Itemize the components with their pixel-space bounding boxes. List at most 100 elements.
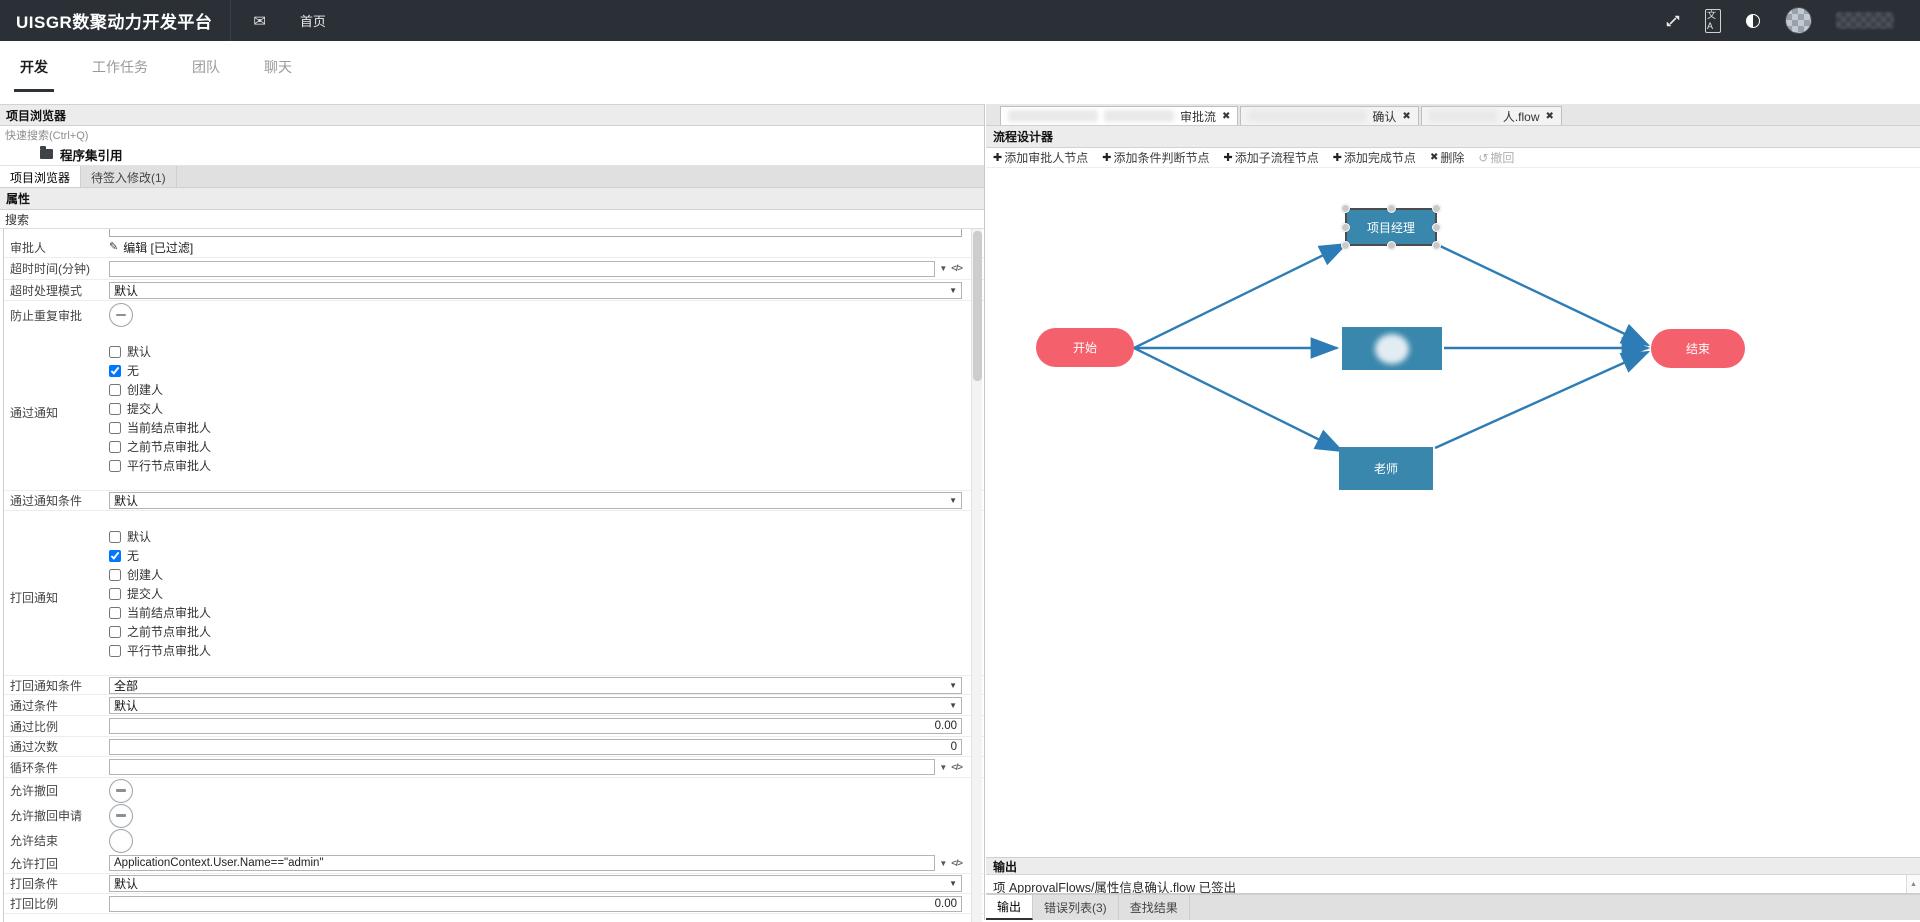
fullscreen-icon[interactable] xyxy=(1665,13,1681,29)
undo-button[interactable]: ↺撤回 xyxy=(1478,150,1515,166)
checkbox[interactable] xyxy=(109,568,121,581)
pass-notify-cond-select[interactable]: 默认 ▼ xyxy=(109,492,962,509)
pass-notify-option[interactable]: 创建人 xyxy=(109,380,211,399)
pass-cond-select[interactable]: 默认 ▼ xyxy=(109,696,962,714)
timeout-code-icon[interactable]: </> xyxy=(951,263,963,274)
add-approver-node-button[interactable]: ✚添加审批人节点 xyxy=(993,151,1089,165)
output-tab-search-results[interactable]: 查找结果 xyxy=(1119,895,1190,920)
avatar[interactable] xyxy=(1785,7,1812,34)
resize-handle[interactable] xyxy=(1432,204,1441,213)
chevron-down-icon: ▼ xyxy=(949,879,957,888)
properties-search[interactable]: 搜索 xyxy=(0,210,984,229)
delete-node-button[interactable]: ✖删除 xyxy=(1429,151,1465,165)
checkbox[interactable] xyxy=(109,440,121,453)
checkbox[interactable] xyxy=(109,364,121,377)
return-notify-option[interactable]: 之前节点审批人 xyxy=(109,622,211,641)
tab-pending-checkins[interactable]: 待签入修改(1) xyxy=(81,166,177,187)
resize-handle[interactable] xyxy=(1432,241,1441,250)
output-tab-errors[interactable]: 错误列表(3) xyxy=(1033,895,1119,920)
allow-return-input[interactable] xyxy=(109,855,936,871)
return-notify-cond-select[interactable]: 全部 ▼ xyxy=(109,676,962,694)
flow-node-redacted[interactable] xyxy=(1342,327,1442,370)
tab-close-icon[interactable]: ✖ xyxy=(1222,110,1231,122)
flow-node-start[interactable]: 开始 xyxy=(1036,328,1134,367)
allow-return-dropdown-icon[interactable]: ▼ xyxy=(939,858,948,868)
checkbox[interactable] xyxy=(109,383,121,396)
timeout-input[interactable] xyxy=(109,260,936,277)
tree-item-assembly-references[interactable]: 程序集引用 xyxy=(0,143,984,166)
output-tab-output[interactable]: 输出 xyxy=(986,895,1034,920)
nav-tab-develop[interactable]: 开发 xyxy=(14,55,54,92)
checkbox[interactable] xyxy=(109,587,121,600)
pass-count-input[interactable] xyxy=(109,738,962,755)
quick-search-input[interactable] xyxy=(0,128,984,144)
mail-icon[interactable]: ✉ xyxy=(253,12,266,30)
scrollbar-thumb[interactable] xyxy=(973,231,982,381)
loop-cond-input[interactable] xyxy=(109,759,936,775)
allow-withdraw-toggle[interactable] xyxy=(109,778,133,803)
pass-notify-option[interactable]: 提交人 xyxy=(109,399,211,418)
checkbox[interactable] xyxy=(109,459,121,472)
add-condition-node-button[interactable]: ✚添加条件判断节点 xyxy=(1102,151,1210,165)
nav-tab-team[interactable]: 团队 xyxy=(192,59,220,75)
checkbox[interactable] xyxy=(109,402,121,415)
loop-cond-dropdown-icon[interactable]: ▼ xyxy=(939,762,948,772)
prevent-repeat-toggle[interactable] xyxy=(109,303,133,327)
timeout-mode-select[interactable]: 默认 ▼ xyxy=(109,281,962,299)
home-link[interactable]: 首页 xyxy=(299,14,326,29)
translate-icon[interactable]: 文A xyxy=(1705,8,1721,33)
checkbox[interactable] xyxy=(109,606,121,619)
resize-handle[interactable] xyxy=(1341,241,1350,250)
add-subflow-node-button[interactable]: ✚添加子流程节点 xyxy=(1223,151,1319,165)
theme-contrast-icon[interactable] xyxy=(1745,13,1761,29)
checkbox[interactable] xyxy=(109,345,121,358)
return-notify-option[interactable]: 默认 xyxy=(109,527,211,546)
return-notify-option[interactable]: 提交人 xyxy=(109,584,211,603)
resize-handle[interactable] xyxy=(1386,204,1396,213)
allow-finish-toggle[interactable] xyxy=(109,828,133,853)
return-ratio-input[interactable] xyxy=(109,895,962,912)
flow-node-teacher[interactable]: 老师 xyxy=(1339,447,1433,490)
nav-tab-chat[interactable]: 聊天 xyxy=(264,59,292,75)
resize-handle[interactable] xyxy=(1341,222,1350,232)
resize-handle[interactable] xyxy=(1341,204,1350,213)
return-notify-option[interactable]: 无 xyxy=(109,546,211,565)
pass-notify-option[interactable]: 默认 xyxy=(109,342,211,361)
add-finish-node-button[interactable]: ✚添加完成节点 xyxy=(1332,151,1416,165)
checkbox[interactable] xyxy=(109,530,121,543)
clipped-input[interactable] xyxy=(109,229,962,237)
pass-notify-option[interactable]: 当前结点审批人 xyxy=(109,418,211,437)
allow-return-code-icon[interactable]: </> xyxy=(951,857,963,869)
left-panel-scrollbar[interactable] xyxy=(971,229,982,922)
tab-close-icon[interactable]: ✖ xyxy=(1545,110,1554,122)
tab-close-icon[interactable]: ✖ xyxy=(1402,110,1411,122)
nav-tab-tasks[interactable]: 工作任务 xyxy=(92,59,148,75)
resize-handle[interactable] xyxy=(1386,241,1396,250)
output-scrollbar[interactable]: ▲ xyxy=(1906,875,1920,893)
return-cond-select[interactable]: 默认 ▼ xyxy=(109,875,962,892)
checkbox[interactable] xyxy=(109,644,121,657)
checkbox[interactable] xyxy=(109,549,121,562)
return-notify-option[interactable]: 平行节点审批人 xyxy=(109,641,211,660)
pass-ratio-input[interactable] xyxy=(109,718,962,734)
loop-cond-code-icon[interactable]: </> xyxy=(951,761,963,773)
flow-canvas[interactable]: 开始 项目经理 老师 结束 xyxy=(986,168,1920,857)
editor-tab-1[interactable]: 审批流 ✖ xyxy=(1000,106,1239,125)
checkbox[interactable] xyxy=(109,625,121,638)
pass-notify-options: 默认 无 创建人 提交人 当前结点审批人 之前节点审批人 平行节点审批人 xyxy=(109,342,211,475)
pass-notify-option[interactable]: 无 xyxy=(109,361,211,380)
timeout-dropdown-icon[interactable]: ▼ xyxy=(939,264,948,273)
checkbox[interactable] xyxy=(109,421,121,434)
flow-node-end[interactable]: 结束 xyxy=(1651,329,1745,368)
return-notify-option[interactable]: 创建人 xyxy=(109,565,211,584)
editor-tab-2[interactable]: 确认 ✖ xyxy=(1240,106,1419,125)
resize-handle[interactable] xyxy=(1432,222,1441,232)
flow-node-project-manager[interactable]: 项目经理 xyxy=(1341,204,1441,250)
approver-edit-link[interactable]: ✎ 编辑 [已过滤] xyxy=(109,240,194,255)
pass-notify-option[interactable]: 平行节点审批人 xyxy=(109,456,211,475)
editor-tab-3[interactable]: 人.flow ✖ xyxy=(1420,106,1562,125)
return-notify-option[interactable]: 当前结点审批人 xyxy=(109,603,211,622)
pass-notify-option[interactable]: 之前节点审批人 xyxy=(109,437,211,456)
allow-withdraw-request-toggle[interactable] xyxy=(109,803,133,828)
tab-project-browser[interactable]: 项目浏览器 xyxy=(0,166,82,187)
